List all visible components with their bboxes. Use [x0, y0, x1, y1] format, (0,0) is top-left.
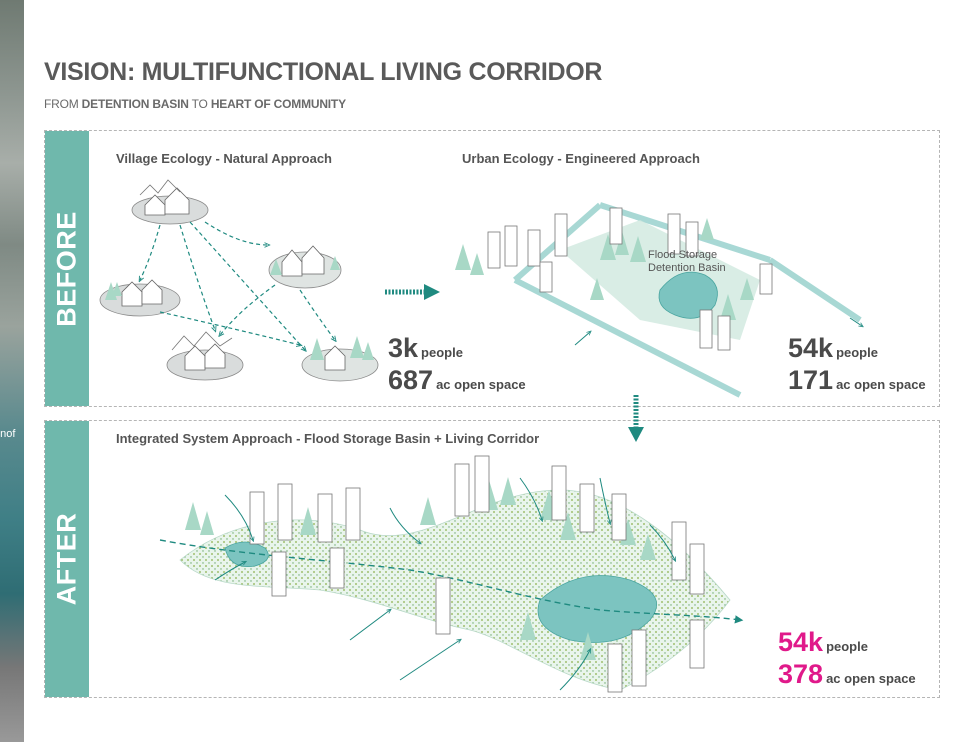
strip-label: unof: [0, 428, 16, 440]
village-people-value: 3k: [388, 333, 419, 363]
village-openspace-unit: ac open space: [436, 377, 526, 392]
village-openspace-value: 687: [388, 365, 434, 395]
after-openspace-value: 378: [778, 659, 824, 689]
urban-people-value: 54k: [788, 333, 834, 363]
basin-label-line2: Detention Basin: [648, 262, 726, 274]
building-block: [487, 207, 773, 351]
urban-people-unit: people: [836, 345, 878, 360]
living-corridor-illustration: [159, 455, 744, 693]
after-caption: Integrated System Approach - Flood Stora…: [116, 431, 540, 446]
urban-openspace-value: 171: [788, 365, 834, 395]
urban-openspace-unit: ac open space: [836, 377, 926, 392]
village-flow-arrows: [140, 221, 335, 350]
after-people-unit: people: [826, 639, 868, 654]
before-panel: BEFORE Village Ecology - Natural Approac…: [44, 130, 940, 407]
urban-ecology-illustration: Flood Storage Detention Basin: [455, 202, 862, 398]
village-caption: Village Ecology - Natural Approach: [116, 151, 332, 166]
subtitle-prefix: FROM: [44, 97, 79, 111]
page-subtitle: FROM DETENTION BASIN TO HEART OF COMMUNI…: [44, 97, 346, 111]
after-openspace-unit: ac open space: [826, 671, 916, 686]
village-people-unit: people: [421, 345, 463, 360]
urban-caption: Urban Ecology - Engineered Approach: [462, 151, 700, 166]
upper-pond: [224, 541, 269, 567]
after-label-bar: AFTER: [45, 421, 89, 697]
village-cluster: [99, 279, 181, 317]
corridor-flow-line: [159, 539, 744, 624]
village-cluster: [301, 336, 379, 382]
village-cluster: [166, 331, 244, 381]
basin-label-line1: Flood Storage: [648, 249, 717, 261]
village-ecology-illustration: [99, 179, 379, 382]
subtitle-middle: TO: [191, 97, 208, 111]
village-cluster: [131, 179, 209, 225]
transition-arrow-right: [385, 284, 440, 300]
subtitle-to: HEART OF COMMUNITY: [210, 97, 346, 111]
after-people-value: 54k: [778, 627, 824, 657]
tree-cluster: [455, 218, 754, 320]
runoff-arrows: [214, 477, 675, 691]
page-title: VISION: MULTIFUNCTIONAL LIVING CORRIDOR: [44, 58, 603, 86]
detention-basin: [658, 271, 718, 319]
subtitle-from: DETENTION BASIN: [81, 97, 189, 111]
building-block: [249, 455, 705, 693]
before-label-bar: BEFORE: [45, 131, 89, 406]
after-panel: AFTER Integrated System Approach - Flood…: [44, 420, 940, 698]
aerial-photo-strip: unof: [0, 0, 24, 742]
transition-arrow-down: [628, 395, 644, 442]
village-cluster: [268, 245, 342, 289]
